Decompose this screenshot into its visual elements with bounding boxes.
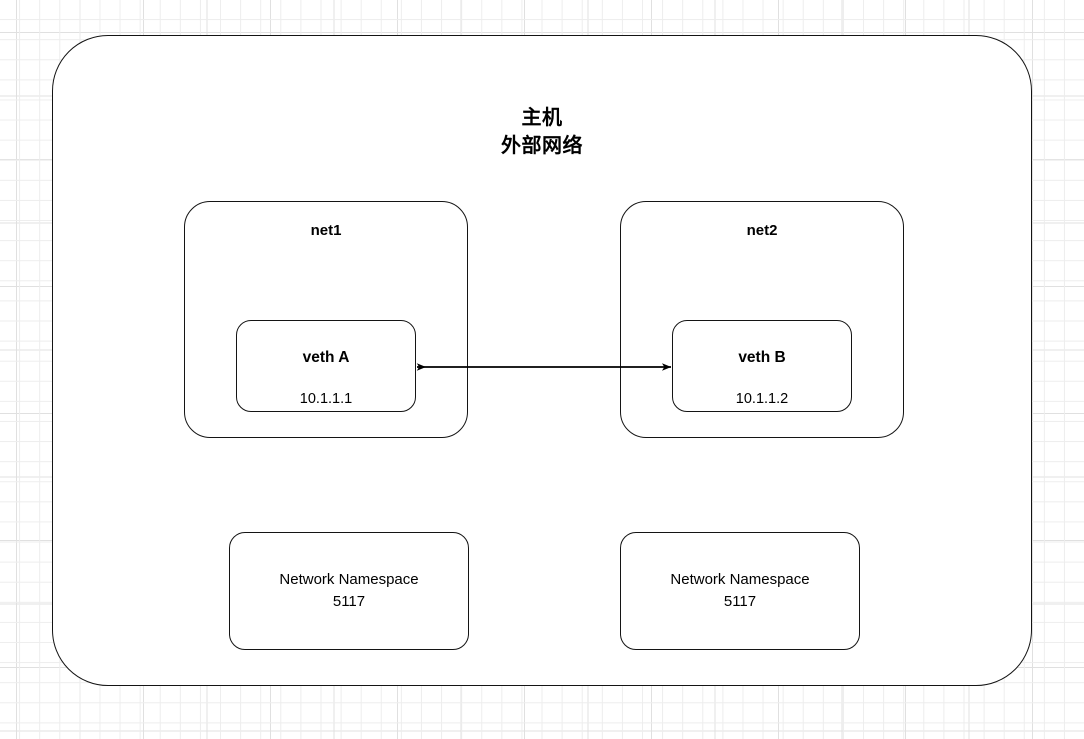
veth-b-box (672, 320, 852, 412)
net1-namespace-label: Network Namespace 5117 (279, 571, 419, 610)
net2-namespace-label: Network Namespace 5117 (670, 571, 810, 610)
veth-a-name: veth A (302, 349, 350, 366)
net1-title: net1 (310, 222, 342, 239)
veth-b-name: veth B (738, 349, 786, 366)
net2-namespace-box (620, 532, 860, 650)
net1-namespace-box (229, 532, 469, 650)
veth-a-ip-address: 10.1.1.1 (299, 391, 353, 407)
veth-pair-connector-arrow (416, 363, 672, 371)
veth-a-box (236, 320, 416, 412)
veth-b-ip-address: 10.1.1.2 (735, 391, 789, 407)
net2-title: net2 (746, 222, 778, 239)
host-title: 主机 外部网络 (501, 107, 583, 158)
